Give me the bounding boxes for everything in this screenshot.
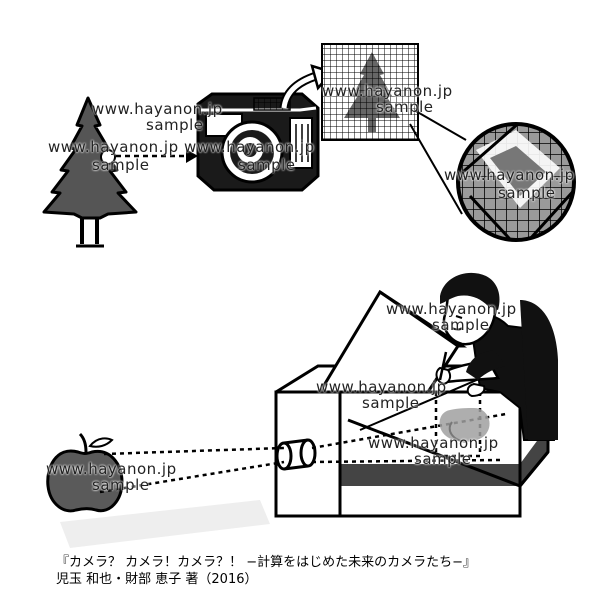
watermark-label: sample: [146, 116, 204, 134]
zoom-lines: [409, 109, 467, 215]
book-title-caption: 『カメラ？ カメラ！カメラ？！ −計算をはじめた未来のカメラたち−』: [56, 555, 477, 570]
watermark-url: www.hayanon.jp: [316, 378, 447, 396]
watermark-url: www.hayanon.jp: [184, 138, 315, 156]
light-path-arrow: [116, 149, 198, 163]
pixel-grid-image: [321, 43, 419, 141]
watermark-url: www.hayanon.jp: [368, 434, 499, 452]
watermark-url: www.hayanon.jp: [444, 166, 575, 184]
watermark-label: sample: [498, 184, 556, 202]
watermark-label: sample: [92, 476, 150, 494]
watermark-label: sample: [376, 98, 434, 116]
apple-icon: [46, 432, 124, 513]
watermark-label: sample: [414, 450, 472, 468]
watermark-label: sample: [238, 156, 296, 174]
watermark-url: www.hayanon.jp: [322, 82, 453, 100]
watermark-url: www.hayanon.jp: [48, 138, 179, 156]
watermark-label: sample: [362, 394, 420, 412]
traced-apple-image: [439, 408, 490, 443]
camera-icon: [196, 92, 320, 192]
watermark-label: sample: [92, 156, 150, 174]
watermark-url: www.hayanon.jp: [92, 100, 223, 118]
watermark-label: sample: [432, 316, 490, 334]
tree-icon: [42, 96, 138, 248]
watermark-url: www.hayanon.jp: [46, 460, 177, 478]
book-authors-caption: 児玉 和也・財部 恵子 著（2016）: [56, 572, 258, 587]
magnified-pixels: [456, 122, 576, 242]
watermark-url: www.hayanon.jp: [386, 300, 517, 318]
person-drawing-figure: [435, 272, 558, 441]
